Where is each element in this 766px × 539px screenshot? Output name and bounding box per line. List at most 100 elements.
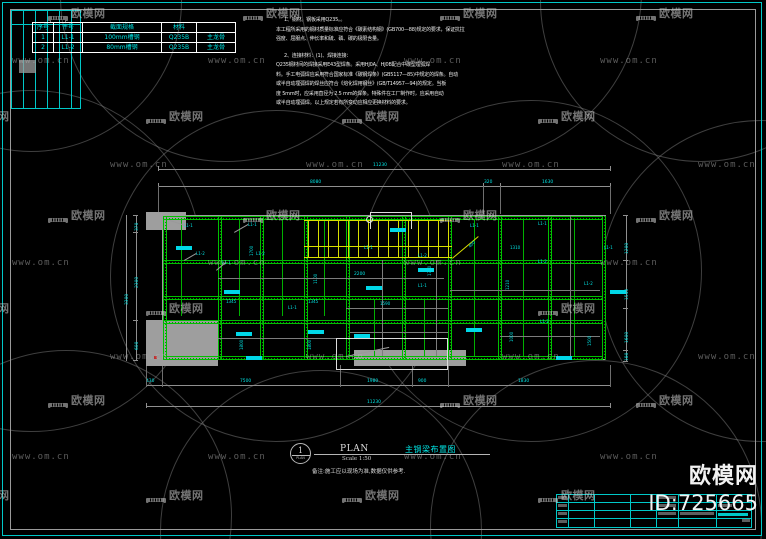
fill-swatch [354, 334, 370, 338]
note-spacer [276, 45, 526, 52]
detail-callout-circle [366, 216, 373, 223]
secondary-member-vertical [374, 300, 375, 356]
beam-label-L1-1: L1-1 [184, 223, 193, 228]
dim-text-top-320: 320 [484, 180, 493, 185]
secondary-member-vertical [574, 220, 575, 356]
dim-text-right-1200: 1200 [625, 242, 630, 254]
note-line: 或半自动埋弧焊。以上规定若有所变动应相应更换材料的要求。 [276, 100, 411, 106]
dim-text-top-1630: 1630 [542, 180, 554, 185]
stair-tread [398, 220, 399, 258]
secondary-member-vertical [523, 220, 524, 356]
title-block-field [658, 512, 676, 515]
dim-tick [610, 403, 611, 408]
title-block-field [558, 520, 567, 523]
plan-title-rule [314, 454, 490, 455]
dim-line-top-overall [158, 169, 610, 170]
stair-run-label: 2200 [354, 272, 366, 277]
cell-usage: 主龙骨 [196, 42, 236, 53]
cell-seq: 2 [32, 42, 54, 53]
beam-label-L1-2: L1-2 [540, 319, 549, 324]
reference-line-horizontal [218, 278, 346, 279]
beam-label-L1-1: L1-1 [470, 223, 479, 228]
fill-swatch [466, 328, 482, 332]
general-notes-block: 1、钢材。钢板采用Q235。。 本工程所采用的钢材质量标准应符合《碳素结构钢》(… [276, 16, 526, 109]
plan-title-en: PLAN [340, 444, 369, 454]
col-header-seq: 序号 [32, 22, 54, 33]
detail-bubble-divider [292, 455, 310, 456]
title-block-field [558, 504, 567, 507]
dim-text-left-2300: 2300 [135, 276, 140, 288]
table-header-row: 序号 件号 截面规格 材料 [32, 22, 236, 33]
detail-callout-box-top [370, 212, 412, 229]
dim-text-bottom-7500: 7500 [240, 379, 252, 384]
note-line: 1、钢材。钢板采用Q235。。 [284, 17, 346, 23]
note-line: 料。手工电弧焊应采用符合国家标准《碳钢焊条》(GB5117—85)中规定的焊条。… [276, 71, 458, 78]
dim-tick [133, 232, 138, 233]
secondary-member-vertical [474, 220, 475, 356]
stair-tread [418, 220, 419, 258]
beam-horizontal [163, 356, 603, 360]
stair-tread [318, 220, 319, 258]
fill-swatch [556, 356, 572, 360]
stair-dim-line [304, 278, 444, 279]
dim-tick [158, 183, 159, 188]
watermark-large: 欧模网 ID:725665 [648, 458, 758, 515]
note-line: 本工程所采用的钢材质量标准应符合《碳素结构钢》(GB700—88)规定的要求，保… [276, 26, 465, 33]
fill-swatch [390, 228, 406, 232]
interior-dim-1500: 1500 [587, 335, 592, 346]
beam-label-L1-2: L1-2 [256, 251, 265, 256]
detail-marker-dot [154, 356, 157, 359]
stair-tread [348, 220, 349, 258]
title-block-field [742, 519, 750, 522]
beam-label-L1-1: L1-1 [418, 283, 427, 288]
beam-vertical [448, 216, 452, 360]
beam-vertical [346, 216, 350, 360]
reference-line-horizontal [350, 332, 448, 333]
fill-swatch [176, 246, 192, 250]
stair-tread [438, 220, 439, 258]
fill-swatch [418, 268, 434, 272]
title-block-field [658, 504, 676, 507]
dim-text-top-8080: 8080 [310, 180, 322, 185]
plan-drawing: 11230 8080 320 1630 370 2300 600 3300 12… [118, 160, 648, 430]
dim-tick [623, 308, 628, 309]
interior-dim-1800: 1800 [307, 339, 312, 350]
plan-title-cn: 主钢梁布置图 [405, 445, 456, 454]
beam-vertical [548, 216, 552, 360]
reference-line-vertical [570, 216, 571, 356]
stair-tread [408, 220, 409, 258]
note-line: 或半自动埋弧焊的焊丝应符合《熔化焊用钢丝》(GB/T14957—94)的规定。当… [276, 81, 447, 87]
cell-section: 100mm槽钢 [82, 32, 162, 43]
beam-horizontal [163, 260, 603, 264]
secondary-member-vertical [424, 300, 425, 356]
dim-ext-line [158, 186, 159, 214]
dim-ext-line [483, 186, 484, 214]
stair-tread [428, 220, 429, 258]
interior-dim-1000: 1000 [509, 331, 514, 342]
beam-vertical [498, 216, 502, 360]
cell-part: L1-1 [53, 32, 83, 43]
sheet-inner-border [10, 9, 756, 530]
cell-material: Q235B [161, 42, 197, 53]
dim-tick [483, 183, 484, 188]
fill-swatch [224, 290, 240, 294]
stair-tread [358, 220, 359, 258]
dim-ext-line [412, 365, 413, 387]
beam-label-L1-1: L1-1 [222, 260, 231, 265]
reference-line-horizontal [450, 290, 600, 291]
stair-stringer [378, 220, 379, 258]
dim-text-bottom-430: 430 [146, 379, 155, 384]
interior-dim-1800: 1800 [239, 339, 244, 350]
plan-note: 备注:施工应以现场为准,数据仅供参考. [312, 469, 406, 475]
beam-label-L1-2: L1-2 [538, 259, 547, 264]
title-block-field [558, 496, 567, 499]
beam-label-L1-1: L1-1 [364, 245, 373, 250]
interior-dim-1310: 1310 [510, 245, 521, 250]
dim-tick [610, 166, 611, 171]
dim-text-top-overall: 11230 [373, 163, 387, 168]
fill-swatch [236, 332, 252, 336]
dim-line-left [136, 215, 137, 361]
detail-bubble-sub: PLAN [296, 456, 305, 460]
reference-line-horizontal [500, 336, 600, 337]
